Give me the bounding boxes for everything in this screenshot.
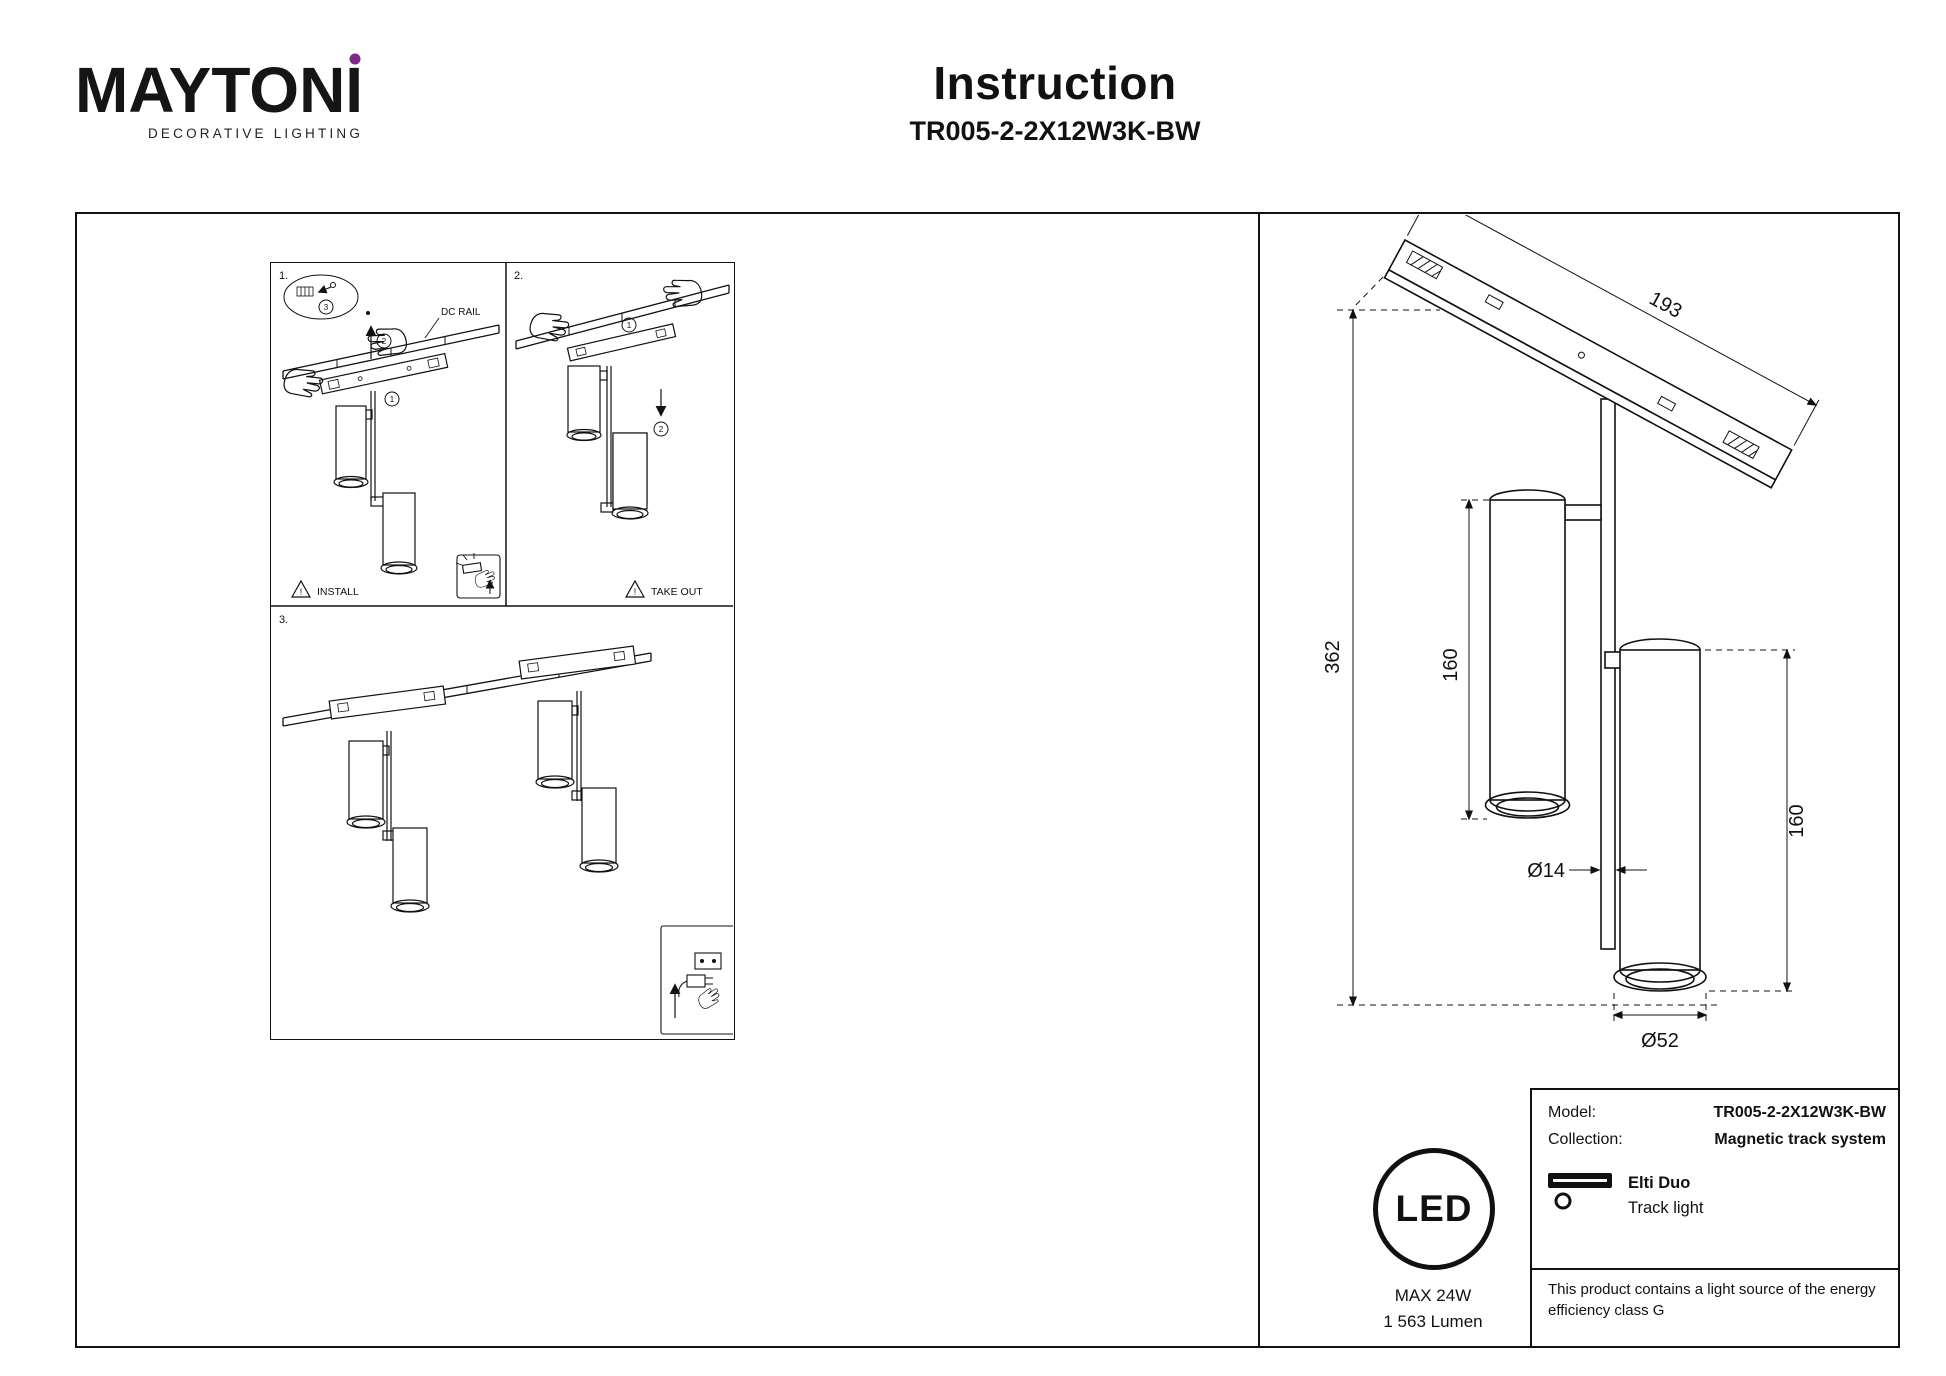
step2-fixture — [566, 365, 649, 520]
step1-marker2: 2 — [382, 337, 387, 346]
step1-adapter-module — [318, 352, 449, 395]
family-name: Elti Duo — [1628, 1174, 1691, 1192]
lumen-output: 1 563 Lumen — [1383, 1312, 1483, 1331]
step1-rail-icon — [282, 324, 500, 380]
step1-warning-mark: ! — [300, 587, 303, 597]
step2-marker1-circle — [621, 317, 637, 333]
right-hand-icon — [366, 324, 409, 359]
frame-divider — [1258, 212, 1260, 1348]
step1-caption: INSTALL — [317, 586, 359, 598]
max-power: MAX 24W — [1394, 1286, 1472, 1305]
model-value: TR005-2-2X12W3K-BW — [1713, 1104, 1886, 1121]
step1-panel: 1. 3 — [279, 270, 501, 599]
dim-stem-diameter: Ø14 — [1527, 860, 1565, 882]
step1-detail-marker: 3 — [324, 303, 329, 312]
step3-panel: 3. — [279, 614, 733, 1035]
dim-362-group — [1337, 276, 1717, 1007]
model-label: Model: — [1548, 1104, 1597, 1121]
left-hand-icon — [527, 308, 572, 345]
fixture-drawing — [1484, 398, 1707, 992]
step2-adapter-module — [566, 323, 677, 362]
dim-track-length: 193 — [1646, 288, 1686, 323]
track-rail-drawing: 193 — [1383, 215, 1820, 489]
step1-label: 1. — [279, 270, 288, 282]
dim-head-group — [1612, 993, 1708, 1021]
installation-steps-box: 1. 3 — [270, 262, 735, 1040]
step1-fixture — [333, 391, 418, 575]
step2-caption: TAKE OUT — [651, 586, 703, 598]
model-row: Model: TR005-2-2X12W3K-BW — [1532, 1104, 1900, 1122]
warning-triangle-icon — [624, 579, 646, 598]
panel-dividers — [271, 263, 733, 607]
step2-marker1: 1 — [627, 321, 632, 330]
collection-row: Collection: Magnetic track system — [1532, 1131, 1900, 1149]
collection-label: Collection: — [1548, 1131, 1623, 1148]
screw-dot-icon — [366, 311, 370, 315]
logo-dot-icon — [349, 53, 361, 65]
dim-lamp1-height: 160 — [1440, 648, 1462, 681]
product-row: Elti Duo Track light — [1532, 1171, 1900, 1221]
power-connect-icon — [660, 925, 733, 1035]
dim-total-height: 362 — [1322, 640, 1344, 673]
step2-marker2-circle — [653, 421, 669, 437]
step3-fixture-1 — [328, 685, 447, 913]
product-info-box: Model: TR005-2-2X12W3K-BW Collection: Ma… — [1530, 1088, 1900, 1348]
page-title: Instruction — [933, 57, 1177, 109]
dim-160-right-group — [1705, 648, 1795, 993]
dim-head-diameter: Ø52 — [1641, 1030, 1679, 1052]
main-frame — [75, 212, 1900, 1348]
energy-note: This product contains a light source of … — [1532, 1268, 1900, 1322]
dim-160-left-group — [1461, 498, 1493, 821]
led-circle-icon: LED — [1373, 1148, 1495, 1270]
step3-label: 3. — [279, 614, 288, 626]
step1-detail-bubble — [283, 274, 359, 320]
installation-steps-drawing: 1. 3 — [271, 263, 733, 1035]
brand-name: MAYTONI — [75, 54, 364, 126]
step2-label: 2. — [514, 270, 523, 282]
warning-triangle-icon — [290, 579, 312, 598]
collection-value: Magnetic track system — [1714, 1131, 1886, 1148]
maytoni-logo: MAYTONI DECORATIVE LIGHTING — [75, 53, 364, 141]
logo-tagline: DECORATIVE LIGHTING — [147, 126, 364, 141]
product-type: Track light — [1628, 1199, 1704, 1217]
step2-warning-mark: ! — [634, 587, 637, 597]
track-light-icon — [1548, 1173, 1612, 1210]
press-icon — [455, 553, 501, 599]
led-text: LED — [1395, 1188, 1473, 1229]
logo-brand-text: MAYTONI — [75, 53, 363, 122]
step1-rail-label: DC RAIL — [441, 307, 481, 318]
page-model-code: TR005-2-2X12W3K-BW — [909, 116, 1201, 146]
step1-rail-leader — [424, 317, 440, 339]
step1-marker1: 1 — [390, 395, 395, 404]
dimension-drawing: 193 362 160 160 Ø14 — [1322, 215, 1820, 1052]
led-badge: LED MAX 24W 1 563 Lumen — [1373, 1148, 1495, 1332]
step3-fixture-2 — [518, 645, 637, 873]
dim-lamp2-height: 160 — [1786, 804, 1808, 837]
step2-panel: 2. 1 — [514, 270, 730, 598]
step2-marker2: 2 — [659, 425, 664, 434]
page-header: Instruction TR005-2-2X12W3K-BW — [775, 56, 1335, 147]
step1-marker1-circle — [384, 391, 400, 407]
